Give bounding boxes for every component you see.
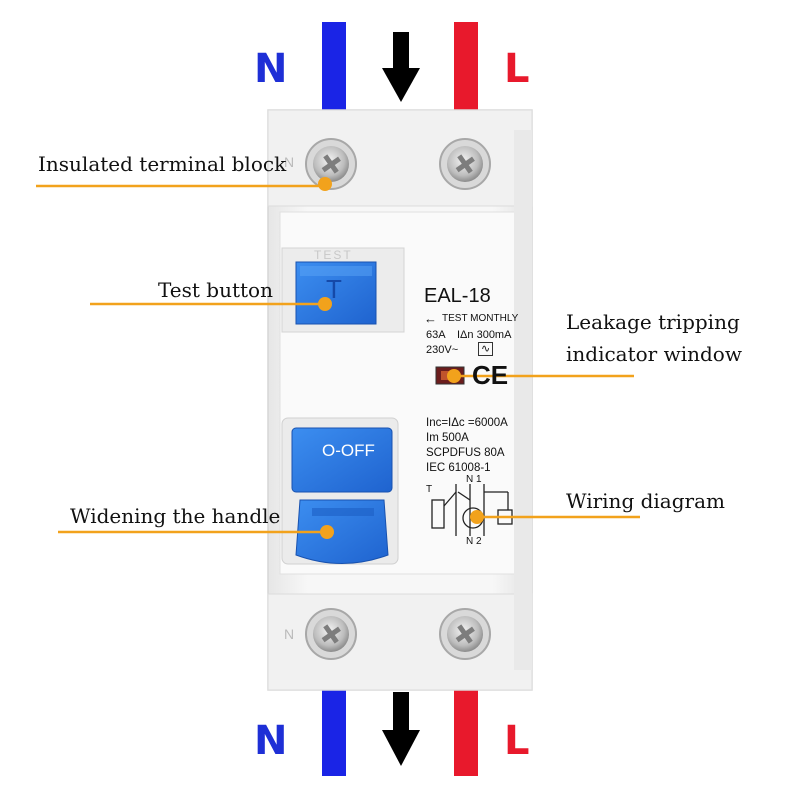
neutral-label-top: N xyxy=(254,46,288,92)
off-handle[interactable] xyxy=(291,427,393,493)
live-label-bottom: L xyxy=(504,718,530,764)
callout-leakage-1: Leakage tripping xyxy=(566,310,740,334)
callout-terminal: Insulated terminal block xyxy=(38,152,287,176)
ac-wave-icon: ∿ xyxy=(478,342,494,356)
breaker-body xyxy=(267,109,533,691)
spec-line-4: IEC 61008-1 xyxy=(426,462,491,474)
callout-handle: Widening the handle xyxy=(70,504,281,528)
terminal-screw xyxy=(305,608,357,660)
terminal-mark-top: N xyxy=(284,154,295,170)
neutral-wire-bottom xyxy=(322,688,346,776)
spec-line-2: Im 500A xyxy=(426,432,469,444)
arrow-left-icon: ← xyxy=(424,311,437,326)
callout-dots xyxy=(318,177,484,539)
ce-mark: CE xyxy=(472,360,509,390)
diagram-top-label: N 1 xyxy=(466,474,482,485)
spec-line-1: Inc=IΔc =6000A xyxy=(426,417,508,429)
current-rating: 63A xyxy=(426,329,446,341)
handle-label: O-OFF xyxy=(322,441,375,460)
test-glyph: T xyxy=(326,274,342,304)
diagram-t-label: T xyxy=(426,484,433,495)
test-label: TEST xyxy=(314,248,353,262)
live-wire-top xyxy=(454,22,478,110)
callout-wiring: Wiring diagram xyxy=(566,489,725,513)
terminal-mark-bottom: N xyxy=(284,626,295,642)
callout-test-button: Test button xyxy=(158,278,273,302)
live-wire-bottom xyxy=(454,688,478,776)
leak-rating: IΔn 300mA xyxy=(457,329,512,341)
model-name: EAL-18 xyxy=(424,285,491,307)
arrow-down-icon xyxy=(382,32,420,102)
test-monthly: TEST MONTHLY xyxy=(442,313,519,324)
terminal-screw xyxy=(305,138,357,190)
arrow-down-icon xyxy=(382,692,420,766)
callout-leakage-2: indicator window xyxy=(566,342,742,366)
live-label-top: L xyxy=(504,46,530,92)
diagram-bottom-label: N 2 xyxy=(466,536,482,547)
neutral-label-bottom: N xyxy=(254,718,288,764)
terminal-screw xyxy=(439,608,491,660)
neutral-wire-top xyxy=(322,22,346,110)
voltage: 230V~ xyxy=(426,344,459,356)
spec-line-3: SCPDFUS 80A xyxy=(426,447,505,459)
terminal-screw xyxy=(439,138,491,190)
callout-leaders xyxy=(36,184,640,534)
